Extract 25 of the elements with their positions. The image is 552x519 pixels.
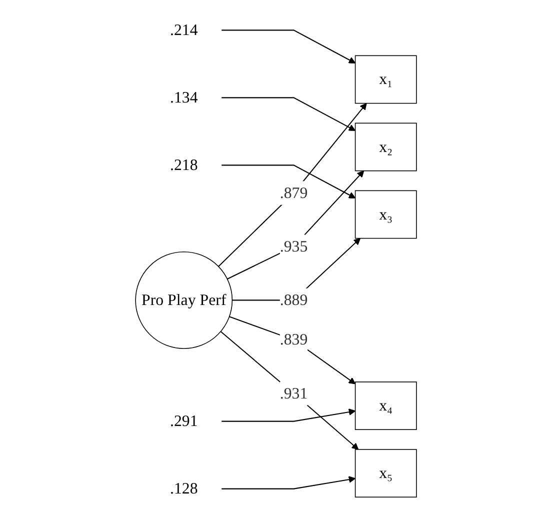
- arrow: [222, 30, 356, 64]
- node-box: x₂: [354, 122, 417, 172]
- arrow: [220, 331, 359, 450]
- node-text: .214: [170, 21, 198, 39]
- node-text: .128: [170, 480, 198, 498]
- arrow: [222, 164, 356, 198]
- node-box: x₁: [354, 55, 417, 104]
- arrow: [218, 103, 367, 267]
- node-circle: Pro Play Perf: [135, 251, 233, 349]
- node-box: x₅: [354, 449, 417, 498]
- node-text: .291: [170, 412, 198, 430]
- arrow: [222, 408, 356, 422]
- node-box: x₄: [354, 382, 417, 430]
- arrow: [222, 97, 356, 131]
- edge-label: .879: [280, 184, 308, 202]
- arrow: [222, 476, 356, 490]
- arrow: [229, 316, 356, 384]
- node-box: x₃: [354, 190, 417, 239]
- edge-label: .931: [280, 384, 308, 402]
- node-text: .134: [170, 88, 198, 106]
- arrow: [227, 170, 364, 280]
- edge-label: .935: [280, 238, 308, 256]
- edge-label: .839: [280, 331, 308, 349]
- edge-label: .889: [280, 291, 308, 309]
- node-text: .218: [170, 156, 198, 174]
